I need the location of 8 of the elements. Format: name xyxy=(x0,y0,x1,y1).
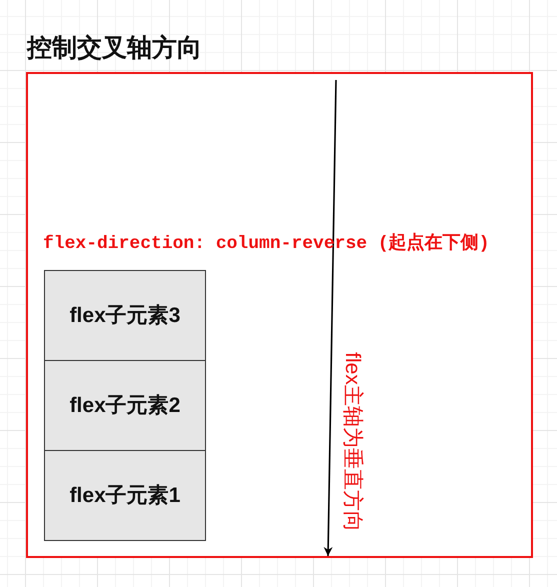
flex-item-box xyxy=(44,270,206,361)
axis-label: flex主轴为垂直方向 xyxy=(340,352,364,532)
flex-item-box xyxy=(44,360,206,451)
flex-item-box xyxy=(44,450,206,541)
item-label: flex子元素1 xyxy=(70,484,180,508)
item-label: flex子元素2 xyxy=(70,394,180,418)
item-label: flex子元素3 xyxy=(70,304,180,328)
container-title: 控制交叉轴方向 xyxy=(27,34,202,62)
